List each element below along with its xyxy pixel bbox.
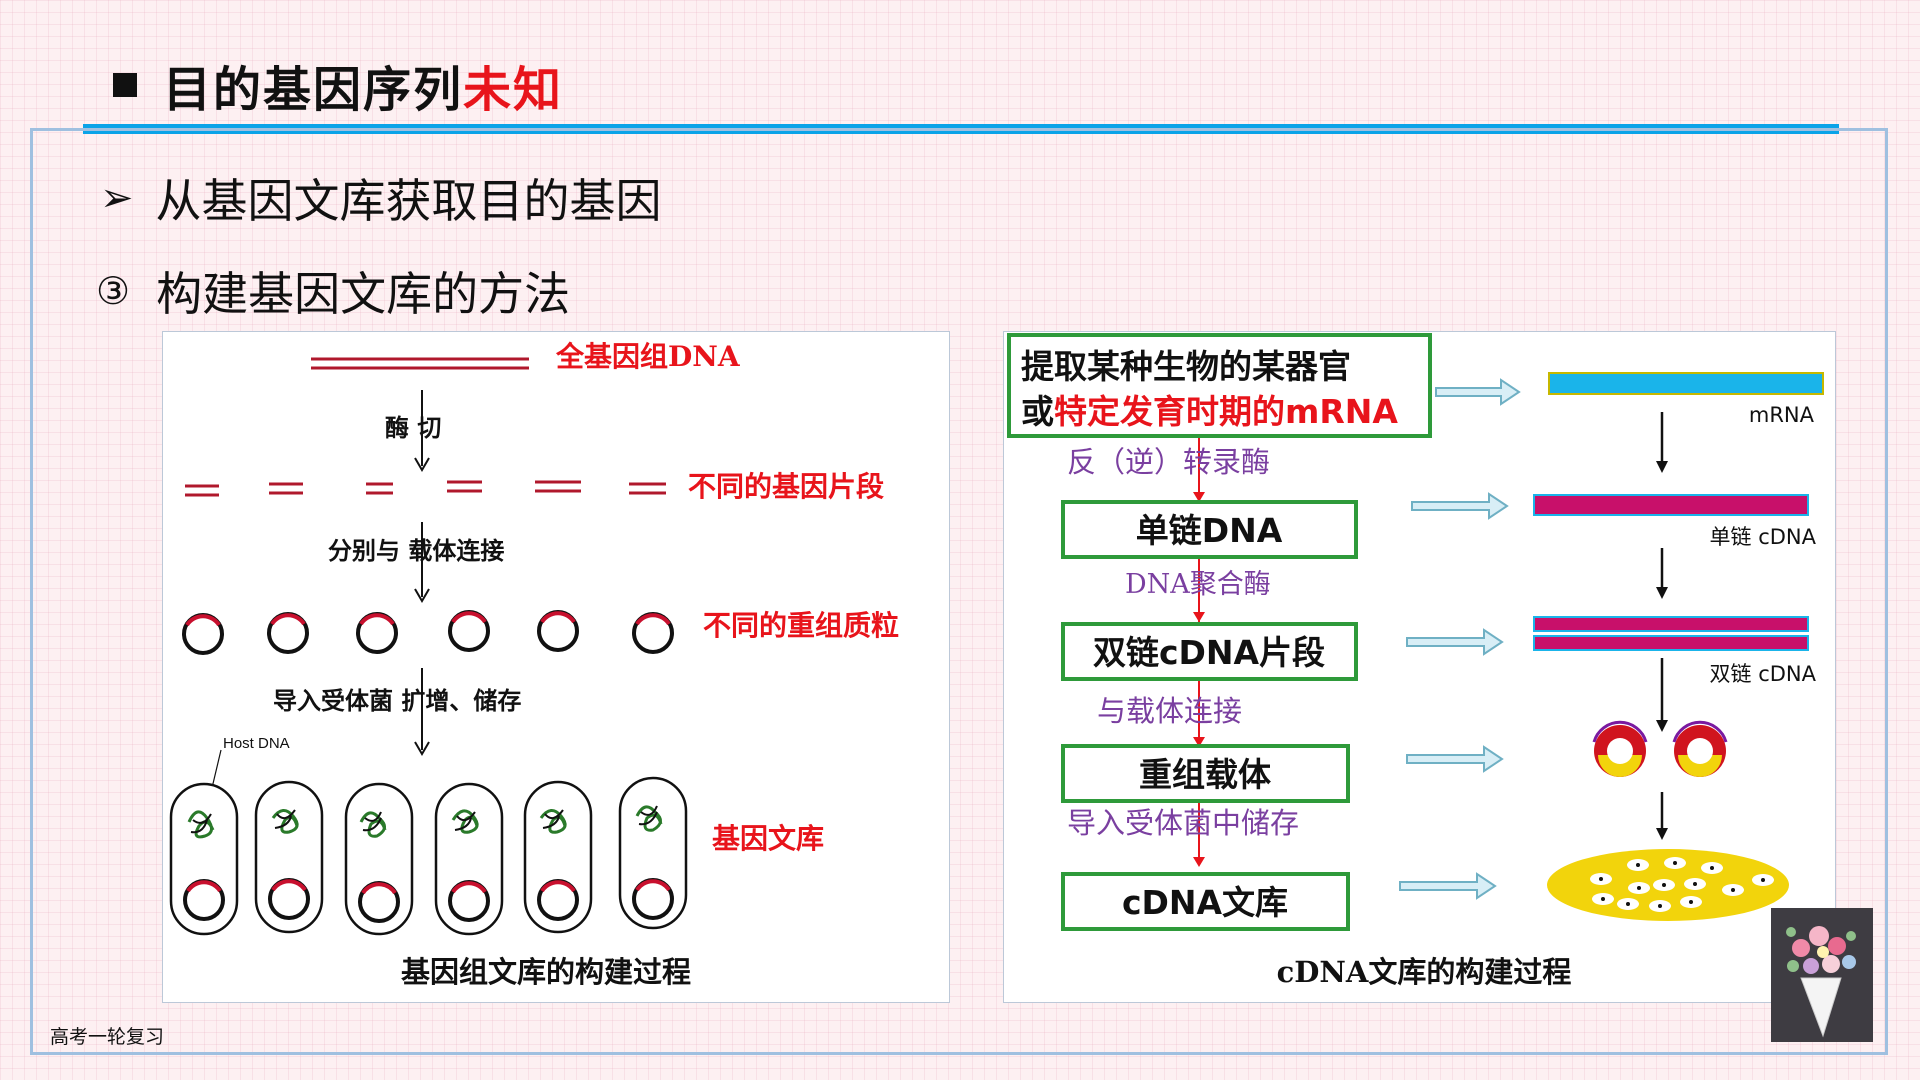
bacterium-cell [523,780,593,934]
plasmid [448,610,490,652]
right-arrowhead-2 [1656,587,1668,599]
label-genomic-dna: 全基因组DNA [555,340,741,373]
label-gene-fragments: 不同的基因片段 [688,470,884,503]
cdna-library-panel: 提取某种生物的某器官 或特定发育时期的mRNA 反（逆）转录酶 单链DNA DN… [1003,331,1836,1003]
flower-bouquet-image [1771,908,1873,1042]
plasmid [632,612,674,654]
genomic-library-diagram: 全基因组DNA 酶 切 不同的基因片段 分别与 载体连接 不同的重组质粒 导入受… [169,340,899,989]
bacterium-cell [254,780,324,934]
vector-ring [1672,720,1728,777]
right-arrowhead-1 [1656,461,1668,473]
cdna-library-diagram: 提取某种生物的某器官 或特定发育时期的mRNA 反（逆）转录酶 单链DNA DN… [1007,333,1824,989]
label-single-strand-cdna: 单链 cDNA [1710,525,1817,549]
bacteria-cells [169,776,688,936]
recombinant-plasmids [182,610,674,655]
step-import-amplify: 导入受体菌 扩增、储存 [273,686,521,715]
cdna-caption: cDNA文库的构建过程 [1277,955,1572,989]
right-arrowhead-4 [1656,828,1668,840]
block-arrow-1 [1435,378,1521,406]
plasmid [267,612,309,654]
right-arrowhead-3 [1656,720,1668,732]
box3-text: 双链cDNA片段 [1093,633,1325,672]
recombinant-vectors [1592,720,1728,777]
bacterium-cell [434,782,504,936]
box-extract-mrna [1007,333,1432,438]
genomic-caption: 基因组文库的构建过程 [401,955,691,989]
block-arrow-5 [1399,872,1497,900]
arrowhead-2 [414,588,430,603]
arrowhead-1 [414,457,430,472]
box-double-strand-cdna [1061,622,1358,681]
vector-ring [1592,720,1648,777]
block-arrow-3 [1406,628,1504,656]
step-number: ③ [96,269,131,313]
title-red-part: 未知 [463,62,564,118]
genomic-library-panel: 全基因组DNA 酶 切 不同的基因片段 分别与 载体连接 不同的重组质粒 导入受… [162,331,950,1003]
bacterium-cell [344,782,414,936]
cdna-library-plate [1547,849,1789,921]
box1-line2: 或特定发育时期的mRNA [1021,392,1398,431]
enzyme-dna-polymerase: DNA聚合酶 [1125,569,1271,600]
bacterium-cell [618,776,688,930]
step-connect-vector-cdna: 与载体连接 [1097,694,1242,728]
dna-fragments [185,480,666,497]
double-strand-cdna-top [1533,616,1809,632]
content-frame [30,128,1888,1055]
label-mrna: mRNA [1749,403,1815,427]
double-strand-cdna-bottom [1533,635,1809,651]
step-connect-vector: 分别与 载体连接 [328,536,504,565]
box-recombinant-vector [1061,744,1350,803]
box-cdna-library [1061,872,1350,931]
plasmid [182,613,224,655]
block-arrow-4 [1406,745,1504,773]
box2-text: 单链DNA [1136,511,1283,550]
title-text: 目的基因序列未知 [163,50,563,120]
block-arrow-2 [1411,492,1509,520]
single-strand-cdna [1533,494,1809,516]
bacterium-cell [169,782,239,936]
arrow-bullet-icon: ➢ [100,175,134,221]
plasmid [356,612,398,654]
label-recombinant-plasmids: 不同的重组质粒 [703,609,899,642]
step-text: 构建基因文库的方法 [156,267,571,321]
box-single-strand-dna [1061,500,1358,559]
title-bullet-square [113,73,137,97]
step-enzyme-cut: 酶 切 [385,413,441,442]
box4-text: 重组载体 [1139,755,1271,794]
host-dna-label: Host DNA [223,735,290,752]
footer-course-label: 高考一轮复习 [50,1026,165,1048]
enzyme-reverse-transcriptase: 反（逆）转录酶 [1067,445,1270,479]
step-line: ③ 构建基因文库的方法 [96,258,570,324]
block-arrows [1399,378,1521,900]
slide-title: 目的基因序列未知 [113,50,563,120]
plasmid [537,610,579,652]
flower-icon [1786,926,1856,974]
box5-text: cDNA文库 [1122,883,1288,922]
label-gene-library: 基因文库 [712,822,824,855]
genomic-dna-strand [311,357,529,370]
bullet-text: 从基因文库获取目的基因 [155,174,662,228]
arrowhead-3 [414,741,430,756]
label-double-strand-cdna: 双链 cDNA [1710,662,1817,686]
title-black-part: 目的基因序列 [163,62,464,118]
mrna-strand [1548,372,1824,395]
bullet-line: ➢ 从基因文库获取目的基因 [100,165,662,231]
box1-line1: 提取某种生物的某器官 [1021,347,1351,386]
step-import-store: 导入受体菌中储存 [1067,806,1299,840]
